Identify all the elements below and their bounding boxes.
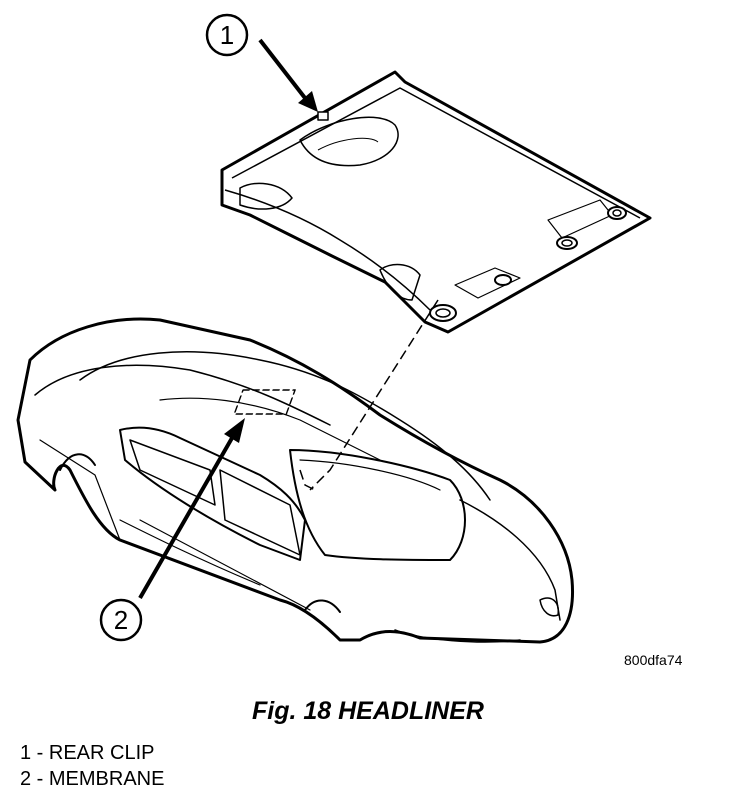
car-body <box>16 317 575 644</box>
callout-1-label: 1 <box>220 20 234 50</box>
headliner-panel <box>220 70 652 334</box>
rear-clip <box>317 111 329 121</box>
figure-code: 800dfa74 <box>624 652 683 668</box>
legend: 1 - REAR CLIP 2 - MEMBRANE <box>20 740 164 792</box>
membrane <box>233 389 296 415</box>
legend-item-rear-clip: 1 - REAR CLIP <box>20 742 155 764</box>
headliner-illustration: 1 2 <box>16 13 652 644</box>
legend-item-membrane: 2 - MEMBRANE <box>20 768 165 790</box>
callout-2: 2 <box>99 418 245 642</box>
callout-2-label: 2 <box>114 605 128 635</box>
alignment-lines <box>299 299 439 491</box>
callout-1: 1 <box>205 13 318 112</box>
figure-caption: Fig. 18 HEADLINER <box>252 697 484 725</box>
